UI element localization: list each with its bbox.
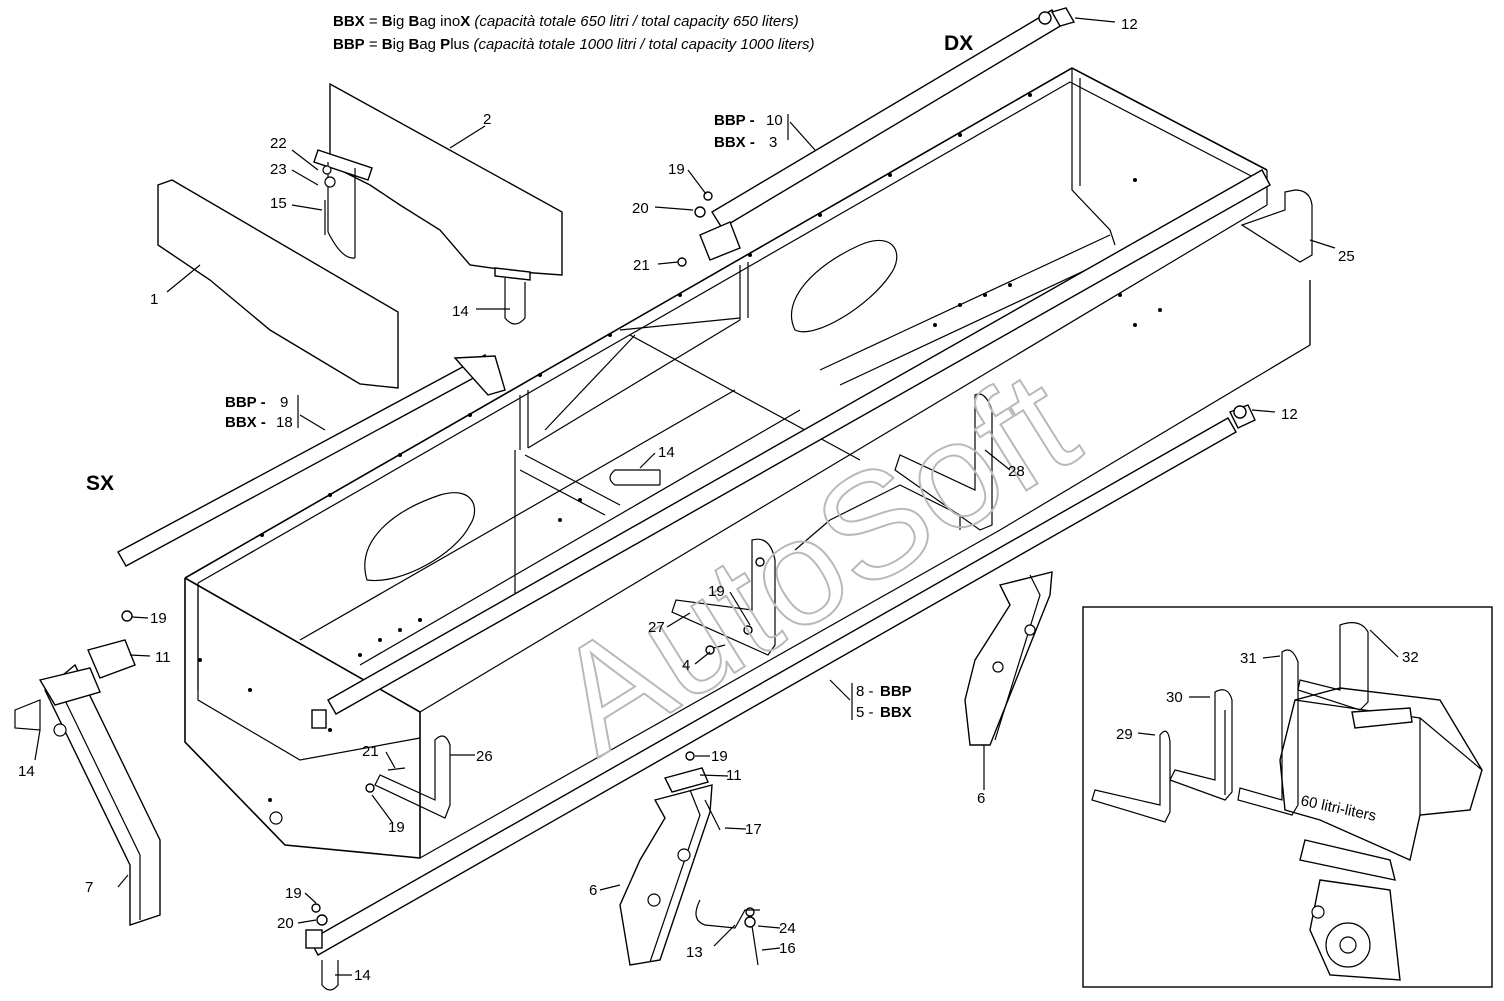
callout-19-top: 19: [668, 161, 685, 178]
callout-20-top: 20: [632, 200, 649, 217]
callout-17: 17: [745, 821, 762, 838]
callout-29: 29: [1116, 726, 1133, 743]
leader-lines: [34, 17, 1336, 976]
callout-21-left: 21: [362, 743, 379, 760]
callout-1: 1: [150, 291, 158, 308]
callout-26: 26: [476, 748, 493, 765]
legend: BBX = Big Bag inoX (capacità totale 650 …: [333, 10, 815, 56]
variant-bottom-bbx-code: BBX: [880, 704, 912, 721]
callout-15: 15: [270, 195, 287, 212]
callout-11-left: 11: [155, 649, 171, 666]
callout-14-top: 14: [452, 303, 469, 320]
variant-top-bbx-code: BBX -: [714, 134, 755, 151]
callout-2: 2: [483, 111, 491, 128]
callout-20-bottom: 20: [277, 915, 294, 932]
variant-top-bbx-num: 3: [769, 134, 777, 151]
callout-11-bottom: 11: [726, 767, 742, 784]
callout-14-middle: 14: [658, 444, 675, 461]
hopper-box: [184, 67, 1311, 859]
callout-30: 30: [1166, 689, 1183, 706]
callout-32: 32: [1402, 649, 1419, 666]
variant-top-bbp-code: BBP -: [714, 112, 755, 129]
callout-16: 16: [779, 940, 796, 957]
callout-23: 23: [270, 161, 287, 178]
callout-6-bottom: 6: [589, 882, 597, 899]
variant-left-bbp-code: BBP -: [225, 394, 266, 411]
legs: [14, 571, 1053, 966]
callout-19-bottom-left: 19: [285, 885, 302, 902]
brackets: [121, 11, 1313, 991]
callout-31: 31: [1240, 650, 1257, 667]
callout-12-right: 12: [1281, 406, 1298, 423]
callout-13: 13: [686, 944, 703, 961]
callout-24: 24: [779, 920, 796, 937]
variant-top-bbp-num: 10: [766, 112, 783, 129]
callout-14-left: 14: [18, 763, 35, 780]
legend-bbp: BBP = Big Bag Plus (capacità totale 1000…: [333, 36, 815, 53]
callout-19-lower: 19: [388, 819, 405, 836]
callout-7: 7: [85, 879, 93, 896]
legend-bbx: BBX = Big Bag inoX (capacità totale 650 …: [333, 13, 799, 30]
callout-19-left: 19: [150, 610, 167, 627]
callout-25: 25: [1338, 248, 1355, 265]
side-label-right: DX: [944, 32, 973, 55]
callout-21-top: 21: [633, 257, 650, 274]
variant-left-bbp-num: 9: [280, 394, 288, 411]
callout-22: 22: [270, 135, 287, 152]
callout-4: 4: [682, 657, 690, 674]
watermark: AutoSoft: [526, 338, 1103, 785]
inset-detail: 60 litri-liters: [1082, 606, 1493, 988]
callout-12-top: 12: [1121, 16, 1138, 33]
part-callouts: 2 22 23 15 1 14 12 19 20 21 25 12 28 14 …: [18, 16, 1419, 984]
callout-19-middle: 19: [708, 583, 725, 600]
side-panels: [157, 82, 563, 389]
callout-28: 28: [1008, 463, 1025, 480]
rivets: [198, 93, 1162, 802]
callout-14-bottom: 14: [354, 967, 371, 984]
variant-left-bbx-code: BBX -: [225, 414, 266, 431]
variant-labels: BBP - 10 BBX - 3 BBP - 9 BBX - 18 8 - BB…: [225, 112, 912, 721]
variant-bottom-bbp-code: BBP: [880, 683, 912, 700]
variant-left-bbx-num: 18: [276, 414, 293, 431]
callout-6-right: 6: [977, 790, 985, 807]
tubes: [117, 7, 1271, 956]
variant-bottom-bbp-num: 8 -: [856, 683, 874, 700]
callout-19-bottom: 19: [711, 748, 728, 765]
callout-27: 27: [648, 619, 665, 636]
side-label-left: SX: [86, 472, 114, 495]
variant-bottom-bbx-num: 5 -: [856, 704, 874, 721]
